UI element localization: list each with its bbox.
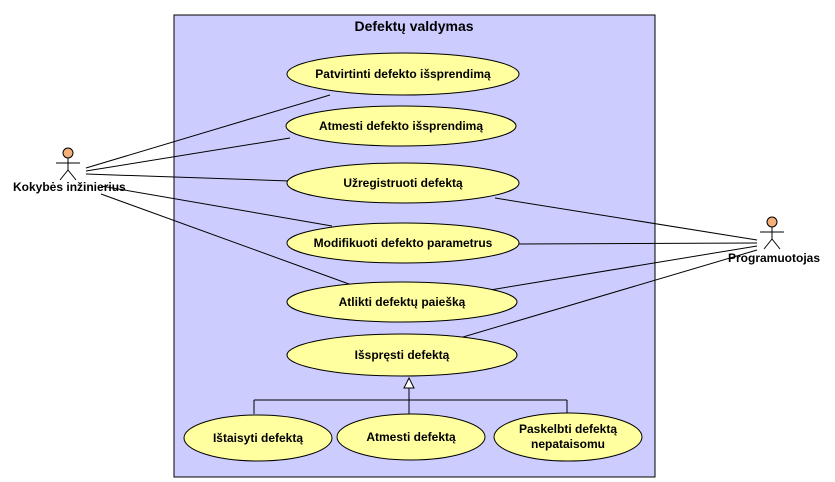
assoc-qe-confirm	[85, 94, 331, 169]
use-case-label-line1: Paskelbti defektą	[519, 422, 617, 436]
assoc-prog-solve	[462, 249, 758, 338]
assoc-qe-register	[85, 173, 291, 182]
assoc-prog-search	[489, 245, 758, 291]
use-case-ellipse	[493, 412, 643, 462]
actor-leg-right	[67, 169, 77, 181]
use-case-solve[interactable]: Išspręsti defektą	[286, 333, 518, 377]
use-case-confirm[interactable]: Patvirtinti defekto išsprendimą	[286, 52, 520, 96]
use-case-ellipse	[286, 162, 520, 204]
use-case-reject-resolution[interactable]: Atmesti defekto išsprendimą	[285, 105, 517, 147]
use-case-label: Išspręsti defektą	[355, 348, 450, 362]
assoc-qe-reject-resolution	[85, 137, 291, 172]
actor-leg-left	[763, 238, 773, 250]
use-case-ellipse	[183, 414, 333, 462]
assoc-qe-search	[100, 193, 361, 289]
use-case-label: Atmesti defekto išsprendimą	[319, 119, 483, 133]
use-case-register[interactable]: Užregistruoti defektą	[286, 162, 520, 204]
use-case-ellipse	[286, 333, 518, 377]
use-case-reject[interactable]: Atmesti defektą	[336, 413, 486, 461]
use-case-ellipse	[336, 413, 486, 461]
use-case-ellipse	[285, 105, 517, 147]
actor-programmer[interactable]	[760, 216, 784, 250]
assoc-qe-modify	[100, 185, 333, 227]
use-case-unfixable[interactable]: Paskelbti defektą nepataisomu	[493, 412, 643, 462]
associations-programmer	[462, 197, 758, 338]
associations-quality-engineer	[85, 94, 361, 289]
use-case-modify[interactable]: Modifikuoti defekto parametrus	[286, 222, 520, 264]
actor-head-icon	[766, 216, 778, 228]
assoc-prog-register	[494, 197, 758, 241]
actor-quality-engineer-label: Kokybės inžinierius	[13, 180, 126, 194]
use-case-ellipse	[286, 222, 520, 264]
use-case-label: Atmesti defektą	[366, 430, 456, 444]
gen-arrowhead	[403, 376, 415, 389]
assoc-prog-modify	[517, 242, 758, 245]
use-case-ellipse	[286, 281, 518, 323]
system-title: Defektų valdymas	[354, 18, 473, 34]
actor-programmer-label: Programuotojas	[728, 251, 820, 265]
use-case-fix[interactable]: Ištaisyti defektą	[183, 414, 333, 462]
generalization	[253, 376, 568, 415]
actor-leg-right	[771, 238, 781, 250]
use-case-search[interactable]: Atlikti defektų paiešką	[286, 281, 518, 323]
actor-leg-left	[59, 169, 69, 181]
use-case-ellipse	[286, 52, 520, 96]
use-case-label: Patvirtinti defekto išsprendimą	[315, 67, 491, 81]
use-case-label: Modifikuoti defekto parametrus	[314, 236, 493, 250]
use-case-label-line2: nepataisomu	[531, 437, 605, 451]
use-case-label: Užregistruoti defektą	[343, 176, 463, 190]
actor-quality-engineer[interactable]	[56, 147, 80, 181]
actor-head-icon	[62, 147, 74, 159]
use-case-label: Ištaisyti defektą	[213, 431, 303, 445]
use-case-label: Atlikti defektų paiešką	[339, 295, 466, 309]
